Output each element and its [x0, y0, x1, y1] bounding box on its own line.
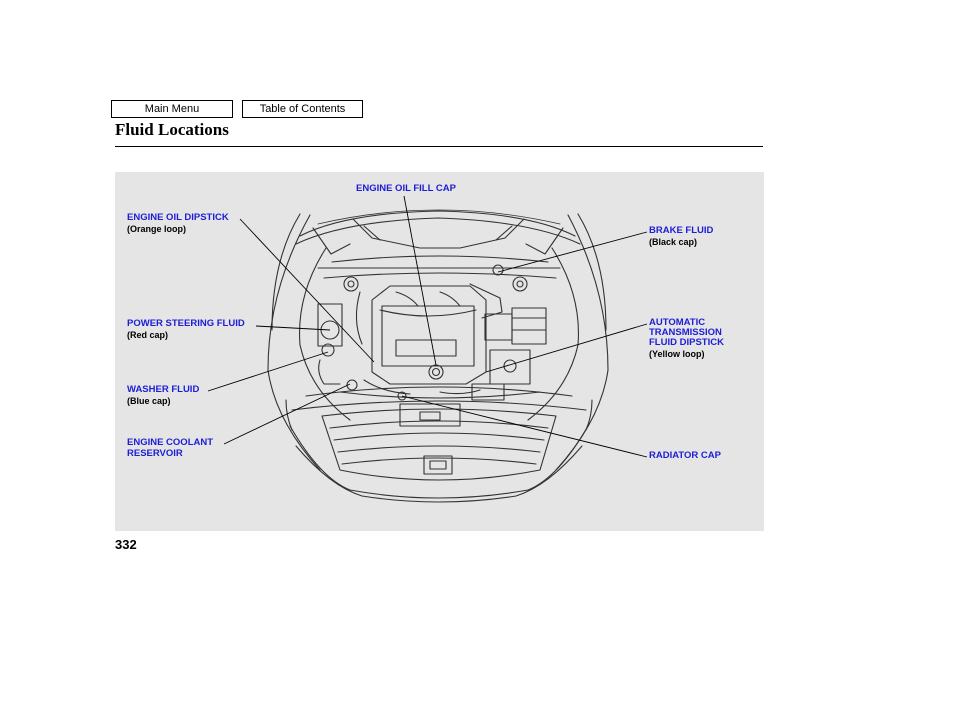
power-steering-fluid-note: (Red cap) [127, 330, 169, 340]
power-steering-fluid-leader [255, 325, 331, 331]
washer-fluid-label: WASHER FLUID [127, 384, 200, 395]
washer-fluid-note: (Blue cap) [127, 396, 171, 406]
engine-coolant-reservoir-label-line2: RESERVOIR [127, 448, 183, 459]
illustration-panel [115, 172, 764, 531]
page-title: Fluid Locations [115, 120, 229, 139]
engine-oil-dipstick-label: ENGINE OIL DIPSTICK [127, 212, 229, 223]
engine-coolant-reservoir-leader [223, 383, 351, 445]
washer-fluid-leader [207, 351, 329, 392]
engine-oil-dipstick-note: (Orange loop) [127, 224, 186, 234]
automatic-transmission-label-line3: FLUID DIPSTICK [649, 337, 724, 348]
title-divider [115, 146, 763, 147]
engine-oil-dipstick-leader [239, 218, 375, 363]
automatic-transmission-leader [485, 323, 648, 373]
power-steering-fluid-label: POWER STEERING FLUID [127, 318, 245, 329]
automatic-transmission-note: (Yellow loop) [649, 349, 705, 359]
radiator-cap-label: RADIATOR CAP [649, 450, 721, 461]
brake-fluid-leader [497, 231, 648, 273]
automatic-transmission-label-line2: TRANSMISSION [649, 327, 722, 338]
table-of-contents-button[interactable]: Table of Contents [242, 100, 363, 118]
engine-coolant-reservoir-label-line1: ENGINE COOLANT [127, 437, 214, 448]
automatic-transmission-label-line1: AUTOMATIC [649, 317, 706, 328]
engine-oil-fill-cap-label: ENGINE OIL FILL CAP [356, 183, 456, 194]
brake-fluid-label: BRAKE FLUID [649, 225, 714, 236]
brake-fluid-note: (Black cap) [649, 237, 698, 247]
main-menu-button[interactable]: Main Menu [111, 100, 233, 118]
page-number: 332 [115, 537, 137, 552]
radiator-cap-leader [401, 395, 648, 458]
engine-oil-fill-cap-leader [403, 195, 437, 366]
